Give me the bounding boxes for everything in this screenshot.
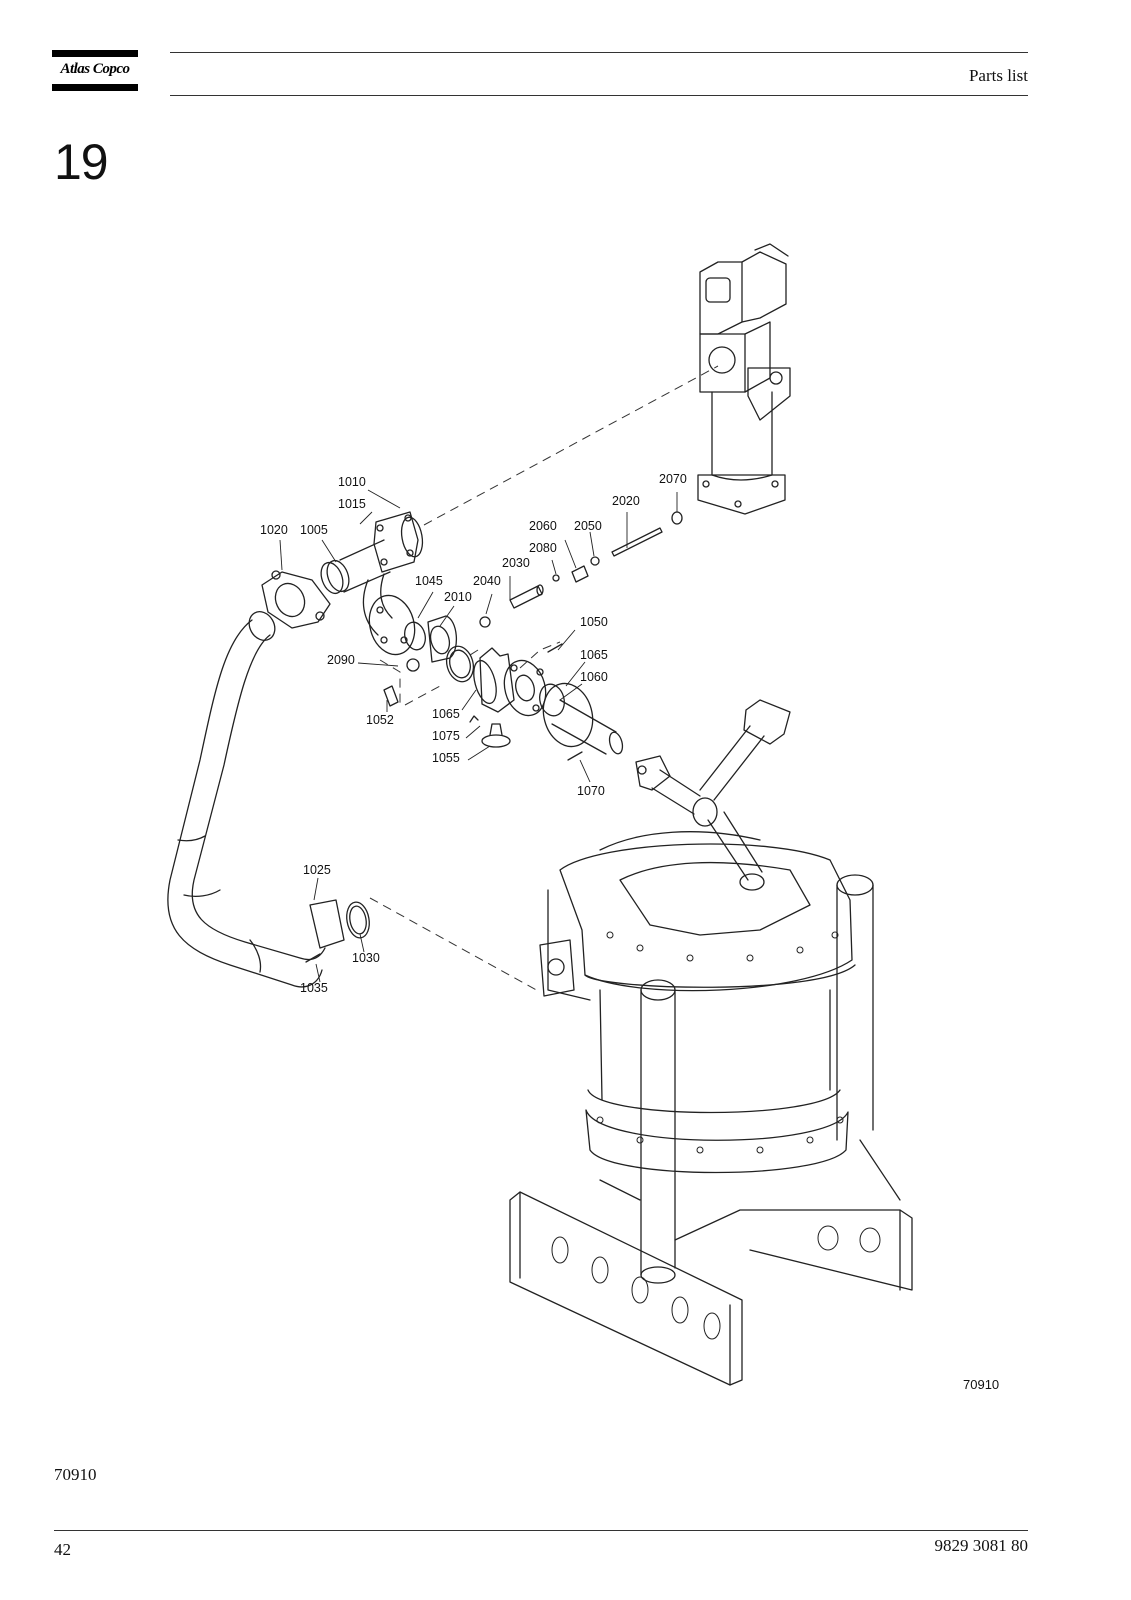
callout-1030: 1030 (352, 951, 380, 965)
callout-2060: 2060 (529, 519, 557, 533)
callout-2010: 2010 (444, 590, 472, 604)
callout-1025: 1025 (303, 863, 331, 877)
logo-top-bar (52, 50, 138, 57)
atlas-copco-logo: Atlas Copco (52, 50, 138, 92)
callout-1035: 1035 (300, 981, 328, 995)
drawing-figure-code: 70910 (963, 1377, 999, 1392)
callout-2070: 2070 (659, 472, 687, 486)
pipe-1060 (542, 682, 624, 755)
logo-bottom-bar (52, 84, 138, 91)
callout-2050: 2050 (574, 519, 602, 533)
main-vessel (539, 831, 856, 1174)
clamp-1020 (261, 570, 331, 629)
callouts: 1010 1015 1020 1005 1045 2010 2040 2030 … (260, 472, 999, 1392)
small-parts (383, 511, 683, 761)
callout-1075: 1075 (432, 729, 460, 743)
header-bottom-rule (170, 95, 1028, 96)
leader-lines (279, 489, 678, 983)
separator-vessel (697, 243, 791, 515)
footer-rule (54, 1530, 1028, 1531)
callout-1060: 1060 (580, 670, 608, 684)
callout-1065-b: 1065 (432, 707, 460, 721)
document-number: 9829 3081 80 (934, 1536, 1029, 1555)
page-number: 42 (54, 1540, 71, 1559)
callout-2080: 2080 (529, 541, 557, 555)
vertical-tubes (640, 874, 874, 1284)
callout-1055: 1055 (432, 751, 460, 765)
assembly-lines (369, 365, 719, 993)
base-frame (509, 1139, 913, 1386)
callout-1020: 1020 (260, 523, 288, 537)
callout-2030: 2030 (502, 556, 530, 570)
callout-1045: 1045 (415, 574, 443, 588)
header-top-rule (170, 52, 1028, 53)
callout-2020: 2020 (612, 494, 640, 508)
callout-1010: 1010 (338, 475, 366, 489)
callout-1070: 1070 (577, 784, 605, 798)
callout-1015: 1015 (338, 497, 366, 511)
callout-2090: 2090 (327, 653, 355, 667)
callout-1005: 1005 (300, 523, 328, 537)
callout-1052: 1052 (366, 713, 394, 727)
page-title: Parts list (968, 66, 1028, 85)
figure-reference: 70910 (54, 1465, 97, 1484)
valve-assembly (368, 594, 565, 748)
manifold-pipes (635, 699, 791, 891)
flange-pipe-1005 (320, 511, 424, 636)
callout-2040: 2040 (473, 574, 501, 588)
callout-1050: 1050 (580, 615, 608, 629)
section-number: 19 (54, 134, 109, 190)
long-pipe (167, 611, 326, 988)
callout-1065-a: 1065 (580, 648, 608, 662)
logo-wordmark: Atlas Copco (60, 61, 130, 77)
